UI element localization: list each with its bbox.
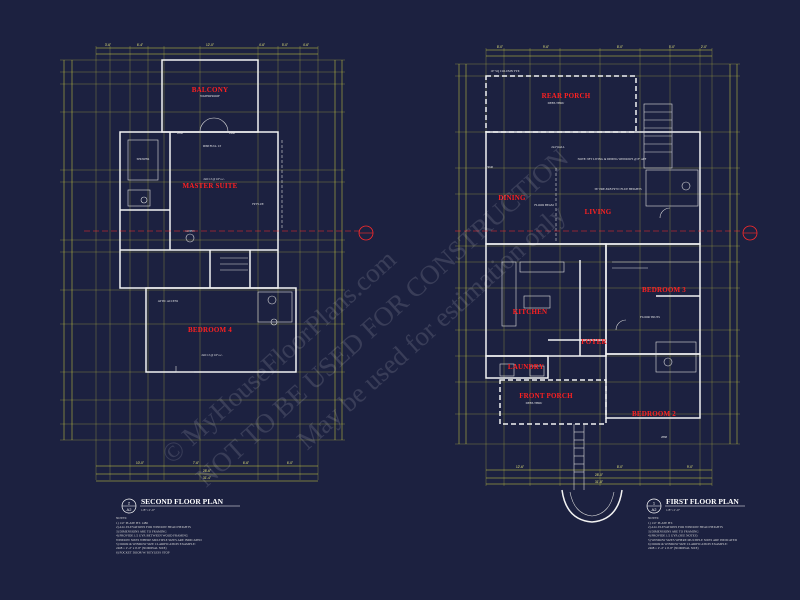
second-floor-note-line: 3) DIMENSIONS ARE TO FRAMING [116,529,167,533]
second-floor-bubble-number: 2 [128,501,131,506]
ff-dim-top-4: 5'-0" [669,45,675,49]
second-floor-title-block: 2 A2 SECOND FLOOR PLAN 1/8"=1'-0" NOTES:… [116,497,240,554]
ff-dim-bottom-2: 8'-0" [617,465,623,469]
dim-bottom-3: 6'-6" [243,461,249,465]
ff-dim-top-3: 8'-0" [617,45,623,49]
first-floor-notes-title: NOTES: [648,516,659,520]
label-floor-beam: FLOOR BEAM [534,203,554,207]
room-label-dining: DINING [498,194,526,202]
dim-top-6: 4'-6" [303,43,309,47]
ff-dim-top-1: 8'-0" [497,45,503,49]
first-floor-walls [485,75,701,523]
label-floor-truss: FLOOR TRUSS [640,315,660,319]
first-floor-plan: REAR PORCH DEEP-THRU DINING LIVING KITCH… [455,45,745,550]
watermark-line-2: NOT TO BE USED FOR CONSTRUCTION [190,143,574,493]
room-sub-rear-porch: DEEP-THRU [548,101,565,105]
section-cut-line [84,225,758,241]
second-floor-note-line: 1) 1/4" PLATE HT. 1486 [116,521,148,525]
label-fireplace: 36" PRE-FAB FP W/ FLUE HEIGHTS [594,187,642,191]
room-label-living: LIVING [585,208,612,216]
first-floor-note-line: 4) PROVIDE 1/2 GYP. (SEE NOTES) [648,534,697,538]
second-floor-notes-title: NOTES: [116,516,127,520]
second-floor-note-line: 4) PROVIDE 1/2 GYP. BETWEEN WOOD FRAMING [116,534,189,538]
room-label-rear-porch: REAR PORCH [542,92,591,100]
label-window-2868: 2868 [661,435,668,439]
room-label-front-porch: FRONT PORCH [519,392,573,400]
ff-dim-bottom-5: 31'-8" [595,480,603,484]
first-floor-bubble-number: 1 [653,501,656,506]
second-floor-walls [119,59,297,373]
dim-top-3: 12'-0" [206,43,214,47]
label-column: 10" SQ COLUMN TYP. [490,69,520,73]
second-floor-dim-strings [63,47,343,482]
ff-dim-top-5: 2'-0" [701,45,707,49]
second-floor-note-line: 2468 = 2'-4" x 6'-8" (NOMINAL SIZE) [116,546,167,550]
first-floor-title-block: 1 A2 FIRST FLOOR PLAN 1/8"=1'-0" NOTES: … [646,497,745,550]
dim-top-4: 4'-6" [259,43,265,47]
label-fp-flue: FP FLUE [252,202,264,206]
second-floor-bubble-sheet: A2 [127,507,133,512]
first-floor-notes: 1) 1/4" PLATE HT.2) ALL ELEVATIONS FOR W… [648,521,738,550]
room-label-laundry: LAUNDRY [508,363,544,371]
ff-dim-bottom-4: 28'-0" [595,473,603,477]
room-label-bedroom-4: BEDROOM 4 [188,326,232,334]
second-floor-scale: 1/8"=1'-0" [141,508,156,512]
label-linen: LINEN [186,229,196,233]
second-floor-note-line: 6) POCKET DOOR W/ KEYLESS STOP [116,550,170,554]
second-floor-title: SECOND FLOOR PLAN [141,497,224,506]
first-floor-note-line: 2468 = 2'-4" x 6'-8" (NOMINAL SIZE) [648,546,699,550]
label-full-lt: 9068 FULL LT [203,144,221,148]
second-floor-note-line: 5) DOOR & WINDOW SIZE CLARIFICATION EXAM… [116,542,196,546]
watermark: © MyHouseFloorPlans.com NOT TO BE USED F… [156,143,574,493]
dim-bottom-2: 7'-6" [193,461,199,465]
first-floor-note-line: 1) 1/4" PLATE HT. [648,521,673,525]
first-floor-scale: 1/8"=1'-0" [666,508,681,512]
first-floor-note-line: 3) DIMENSIONS ARE TO FRAMING [648,529,699,533]
second-floor-note-line: 2) ALL ELEVATIONS FOR WINDOW HEAD HEIGHT… [116,525,191,529]
label-door-2868: 2868 [177,131,184,135]
dim-top-1: 3'-6" [105,43,111,47]
dim-bottom-6: 31'-4" [203,476,211,480]
second-floor-gridlines [60,46,345,480]
watermark-line-1: © MyHouseFloorPlans.com [156,244,402,470]
first-floor-bubble-sheet: A2 [652,507,658,512]
label-attic-access: ATTIC ACCESS [158,299,179,303]
dim-bottom-1: 10'-0" [136,461,144,465]
second-floor-plan: BALCONY WATERPROOF MASTER SUITE BEDROOM … [60,43,345,554]
room-sub-front-porch: DEEP-THRU [526,401,543,405]
first-floor-note-line: 2) ALL ELEVATIONS FOR WINDOW HEAD HEIGHT… [648,525,723,529]
room-sub-balcony: WATERPROOF [200,94,220,98]
label-ceiling-bed4: 2x6 CJ @ 16"o.c. [201,353,222,357]
label-shower: SHOWER [137,157,150,161]
label-living-note: NOTE: 9FT LIVING & DINING WINDOWS @ 8" A… [578,157,647,161]
first-floor-dim-strings [458,49,738,485]
first-floor-title: FIRST FLOOR PLAN [666,497,739,506]
label-door-2468: 2468 [229,131,236,135]
room-label-kitchen: KITCHEN [513,308,547,316]
label-window-3046: 3046 [487,165,494,169]
room-label-balcony: BALCONY [192,86,228,94]
label-ceiling-master: 2x6 CJ @ 16"o.c. [203,177,224,181]
ff-dim-bottom-1: 12'-6" [516,465,524,469]
ff-dim-bottom-3: 9'-0" [687,465,693,469]
label-wall-2x4: 2x4 WALL [551,145,565,149]
room-label-master-suite: MASTER SUITE [182,182,237,190]
room-label-bedroom-3: BEDROOM 3 [642,286,686,294]
room-label-foyer: FOYER [581,338,607,346]
dim-top-2: 6'-4" [137,43,143,47]
room-label-bedroom-2: BEDROOM 2 [632,410,676,418]
ff-dim-top-2: 9'-6" [543,45,549,49]
second-floor-note-line: WINDOW SIZES WHERE MULTIPLE SIZES ARE IN… [116,538,202,542]
dim-top-5: 5'-0" [282,43,288,47]
dim-bottom-4: 6'-0" [287,461,293,465]
first-floor-note-line: 5) WINDOW SIZES WHERE MULTIPLE SIZES ARE… [648,538,738,542]
dim-bottom-5: 28'-6" [203,469,211,473]
first-floor-note-line: 6) DOOR & WINDOW SIZE CLARIFICATION EXAM… [648,542,728,546]
